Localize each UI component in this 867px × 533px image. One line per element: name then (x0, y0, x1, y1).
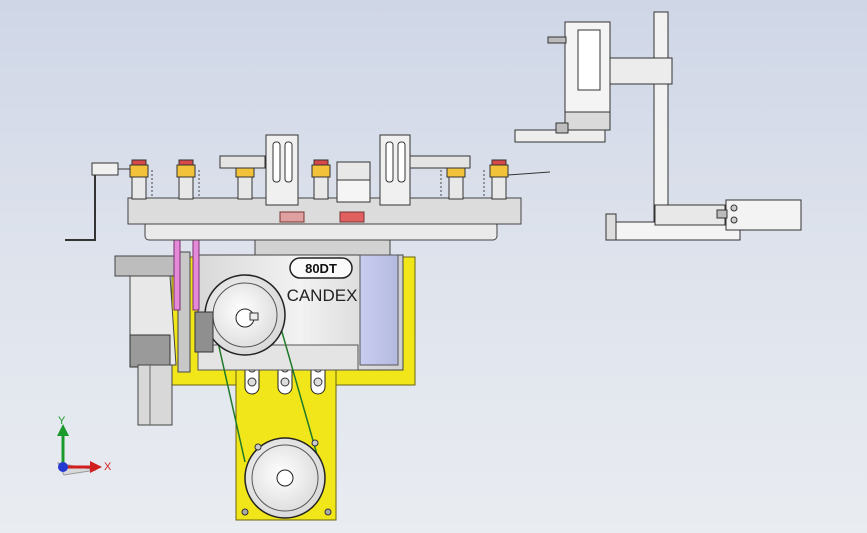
rotary-table (127, 197, 522, 241)
brand-label: CANDEX (287, 286, 358, 305)
triad-y-label: Y (58, 415, 66, 427)
left-slide-unit (114, 251, 191, 426)
triad-z-axis-icon (58, 462, 68, 472)
driven-pulley (244, 437, 326, 519)
triad-x-arrow-icon (90, 461, 102, 473)
pick-and-place-unit (514, 11, 802, 241)
nest (129, 159, 153, 200)
nest (176, 159, 200, 200)
crank-handle (65, 162, 130, 241)
coordinate-triad[interactable]: Y X (57, 415, 112, 476)
model-plate-text: 80DT (305, 261, 337, 276)
triad-y-arrow-icon (57, 424, 69, 436)
clamp-towers (219, 134, 551, 206)
nest (483, 159, 509, 200)
triad-x-label: X (104, 461, 112, 473)
nest (311, 159, 331, 200)
driver-pulley (194, 274, 286, 356)
